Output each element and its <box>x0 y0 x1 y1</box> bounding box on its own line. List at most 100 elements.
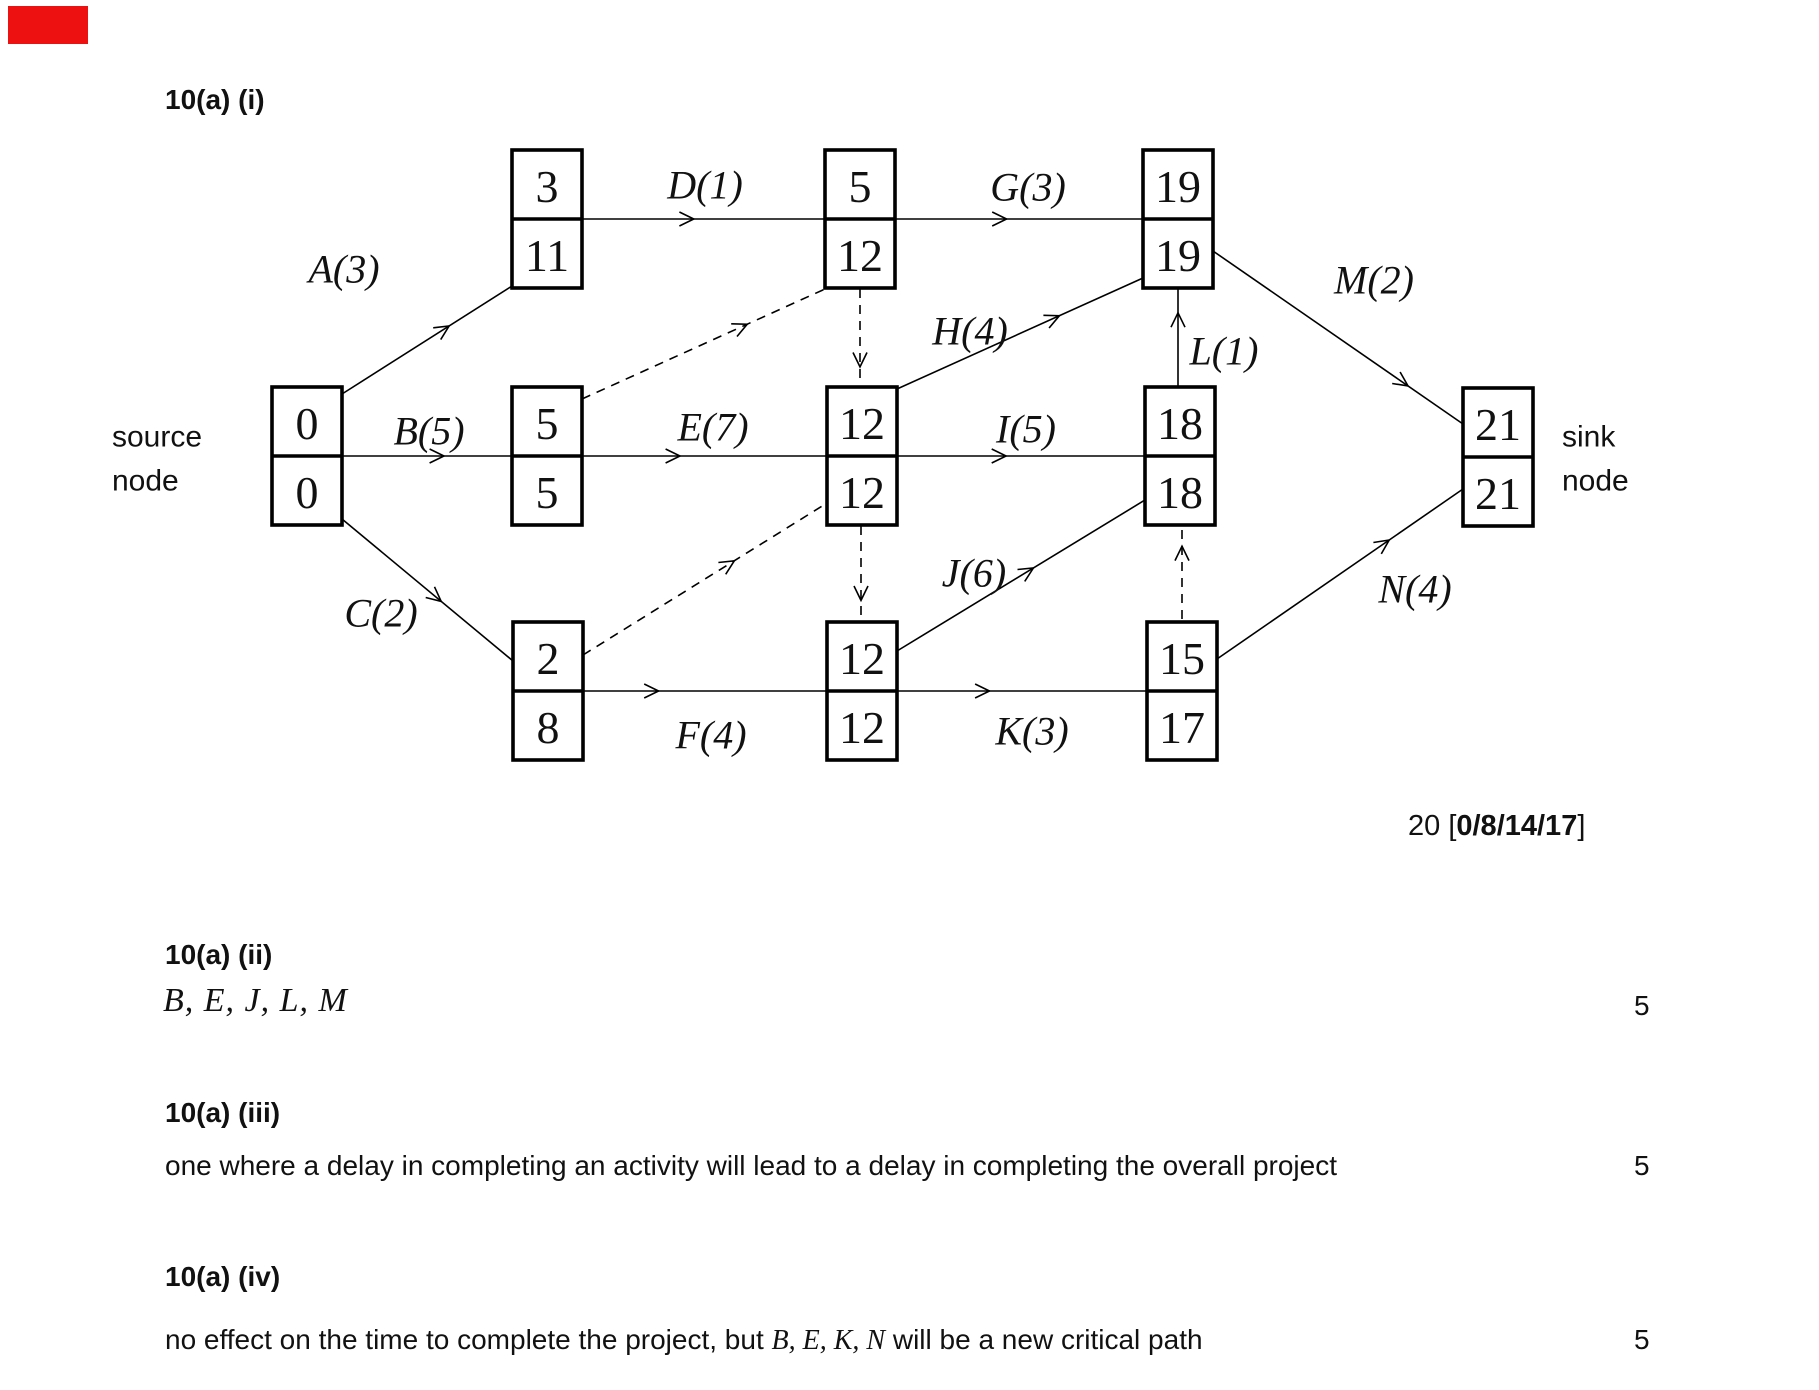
node-5-12-late-time: 12 <box>837 230 883 281</box>
part-iv-marks: 5 <box>1634 1324 1650 1355</box>
activity-B-arrowhead-icon <box>429 448 446 464</box>
node-12-12-bottom-late-time: 12 <box>839 702 885 753</box>
dummy-2-8-to-12-12-arrowhead-icon <box>718 559 736 575</box>
activity-M-arrowhead-icon <box>1392 371 1410 387</box>
activity-L: L(1) <box>1170 288 1258 387</box>
marks-breakdown: 20 [0/8/14/17] <box>1408 810 1585 843</box>
node-18-18-early-time: 18 <box>1157 398 1203 449</box>
activity-D-arrowhead-icon <box>679 211 696 227</box>
sink-node-late-time: 21 <box>1475 468 1521 519</box>
activity-M: M(2) <box>1212 250 1464 425</box>
node-15-17-early-time: 15 <box>1159 633 1205 684</box>
node-2-8-early-time: 2 <box>537 633 560 684</box>
node-18-18-late-time: 18 <box>1157 467 1203 518</box>
part-iv-answer-before: no effect on the time to complete the pr… <box>165 1324 772 1355</box>
part-iv-answer: no effect on the time to complete the pr… <box>165 1324 1203 1357</box>
part-ii-heading: 10(a) (ii) <box>165 939 273 970</box>
marks-breakdown-bold: 0/8/14/17 <box>1456 810 1578 842</box>
marks-breakdown-prefix: 20 [ <box>1408 810 1457 842</box>
activity-C-label: C(2) <box>344 591 417 636</box>
source-node-label-line1: source <box>112 421 202 454</box>
activity-F: F(4) <box>583 683 827 758</box>
activity-E: E(7) <box>582 405 827 464</box>
activity-A: A(3) <box>305 247 513 395</box>
activity-J-arrowhead-icon <box>1017 567 1035 582</box>
sink-node-early-time: 21 <box>1475 399 1521 450</box>
activity-H: H(4) <box>896 277 1144 390</box>
dummy-2-8-to-12-12 <box>582 502 828 656</box>
activity-J-label: J(6) <box>942 551 1006 596</box>
part-ii-marks: 5 <box>1634 990 1650 1021</box>
activity-G-label: G(3) <box>990 165 1066 210</box>
node-2-8-late-time: 8 <box>537 702 560 753</box>
activity-N-arrowhead-icon <box>1373 538 1391 555</box>
source-node-late-time: 0 <box>296 467 319 518</box>
activity-I-arrowhead-icon <box>991 448 1008 464</box>
activity-F-arrowhead-icon <box>643 683 661 699</box>
activity-E-arrowhead-icon <box>665 448 682 464</box>
sink-node-label: sink node <box>1562 421 1629 498</box>
activity-G: G(3) <box>895 165 1143 227</box>
marks-breakdown-suffix: ] <box>1577 810 1586 842</box>
node-2-8: 28 <box>511 620 585 762</box>
activity-J: J(6) <box>896 499 1146 652</box>
node-3-11-late-time: 11 <box>525 230 569 281</box>
activity-N: N(4) <box>1216 488 1464 660</box>
activity-E-label: E(7) <box>676 405 748 450</box>
node-12-12-middle-late-time: 12 <box>839 467 885 518</box>
activity-G-arrowhead-icon <box>991 211 1009 227</box>
part-iii-answer: one where a delay in completing an activ… <box>165 1150 1337 1181</box>
part-iv-heading: 10(a) (iv) <box>165 1261 281 1292</box>
node-3-11-early-time: 3 <box>536 161 559 212</box>
activity-H-label: H(4) <box>931 309 1008 354</box>
source-node-label-line2: node <box>112 465 179 498</box>
activity-N-label: N(4) <box>1377 567 1451 612</box>
sink-node-label-line2: node <box>1562 465 1629 498</box>
node-12-12-bottom-early-time: 12 <box>839 633 885 684</box>
node-5-5: 55 <box>510 385 584 527</box>
node-5-5-late-time: 5 <box>536 467 559 518</box>
activity-D: D(1) <box>582 163 825 227</box>
part-ii-answer: B, E, J, L, M <box>163 982 348 1019</box>
activity-F-label: F(4) <box>674 713 746 758</box>
dummy-5-5-to-5-12 <box>581 288 826 400</box>
node-19-19-late-time: 19 <box>1155 230 1201 281</box>
activity-network-diagram: A(3) B(5) C(2) D(1) E(7) F(4) G(3) H(4) I(5) J(6)… <box>112 148 1629 762</box>
activity-K-arrowhead-icon <box>974 683 992 699</box>
dummy-12-12-to-12-12-arrowhead-icon <box>853 585 869 603</box>
part-iv-answer-after: will be a new critical path <box>885 1324 1203 1355</box>
node-5-12: 512 <box>823 148 897 290</box>
corner-marker <box>8 6 88 44</box>
dummy-12-12-to-12-12 <box>853 526 869 619</box>
source-node: 00 <box>270 385 344 527</box>
part-i-heading: 10(a) (i) <box>165 84 265 115</box>
activity-B-label: B(5) <box>393 409 464 454</box>
activity-M-label: M(2) <box>1333 258 1414 303</box>
dummy-15-17-to-18-18 <box>1174 528 1190 619</box>
activity-K: K(3) <box>897 683 1147 754</box>
node-5-12-early-time: 5 <box>849 161 872 212</box>
dummy-5-12-to-12-12 <box>852 289 868 384</box>
node-19-19-early-time: 19 <box>1155 161 1201 212</box>
activity-I-label: I(5) <box>995 407 1056 452</box>
activity-C-arrowhead-icon <box>425 586 443 603</box>
source-node-early-time: 0 <box>296 398 319 449</box>
activity-A-label: A(3) <box>305 247 379 292</box>
part-iii-marks: 5 <box>1634 1150 1650 1181</box>
dummy-5-5-to-5-12-arrowhead-icon <box>731 323 749 338</box>
activity-L-arrowhead-icon <box>1170 310 1186 328</box>
node-3-11: 311 <box>510 148 584 290</box>
activity-I: I(5) <box>897 407 1145 464</box>
part-iv-answer-math: B, E, K, N <box>771 1325 886 1356</box>
source-node-label: source node <box>112 421 202 498</box>
part-iii-heading: 10(a) (iii) <box>165 1097 281 1128</box>
sink-node-label-line1: sink <box>1562 421 1616 454</box>
activity-A-arrowhead-icon <box>433 325 451 341</box>
activity-K-label: K(3) <box>994 709 1068 754</box>
